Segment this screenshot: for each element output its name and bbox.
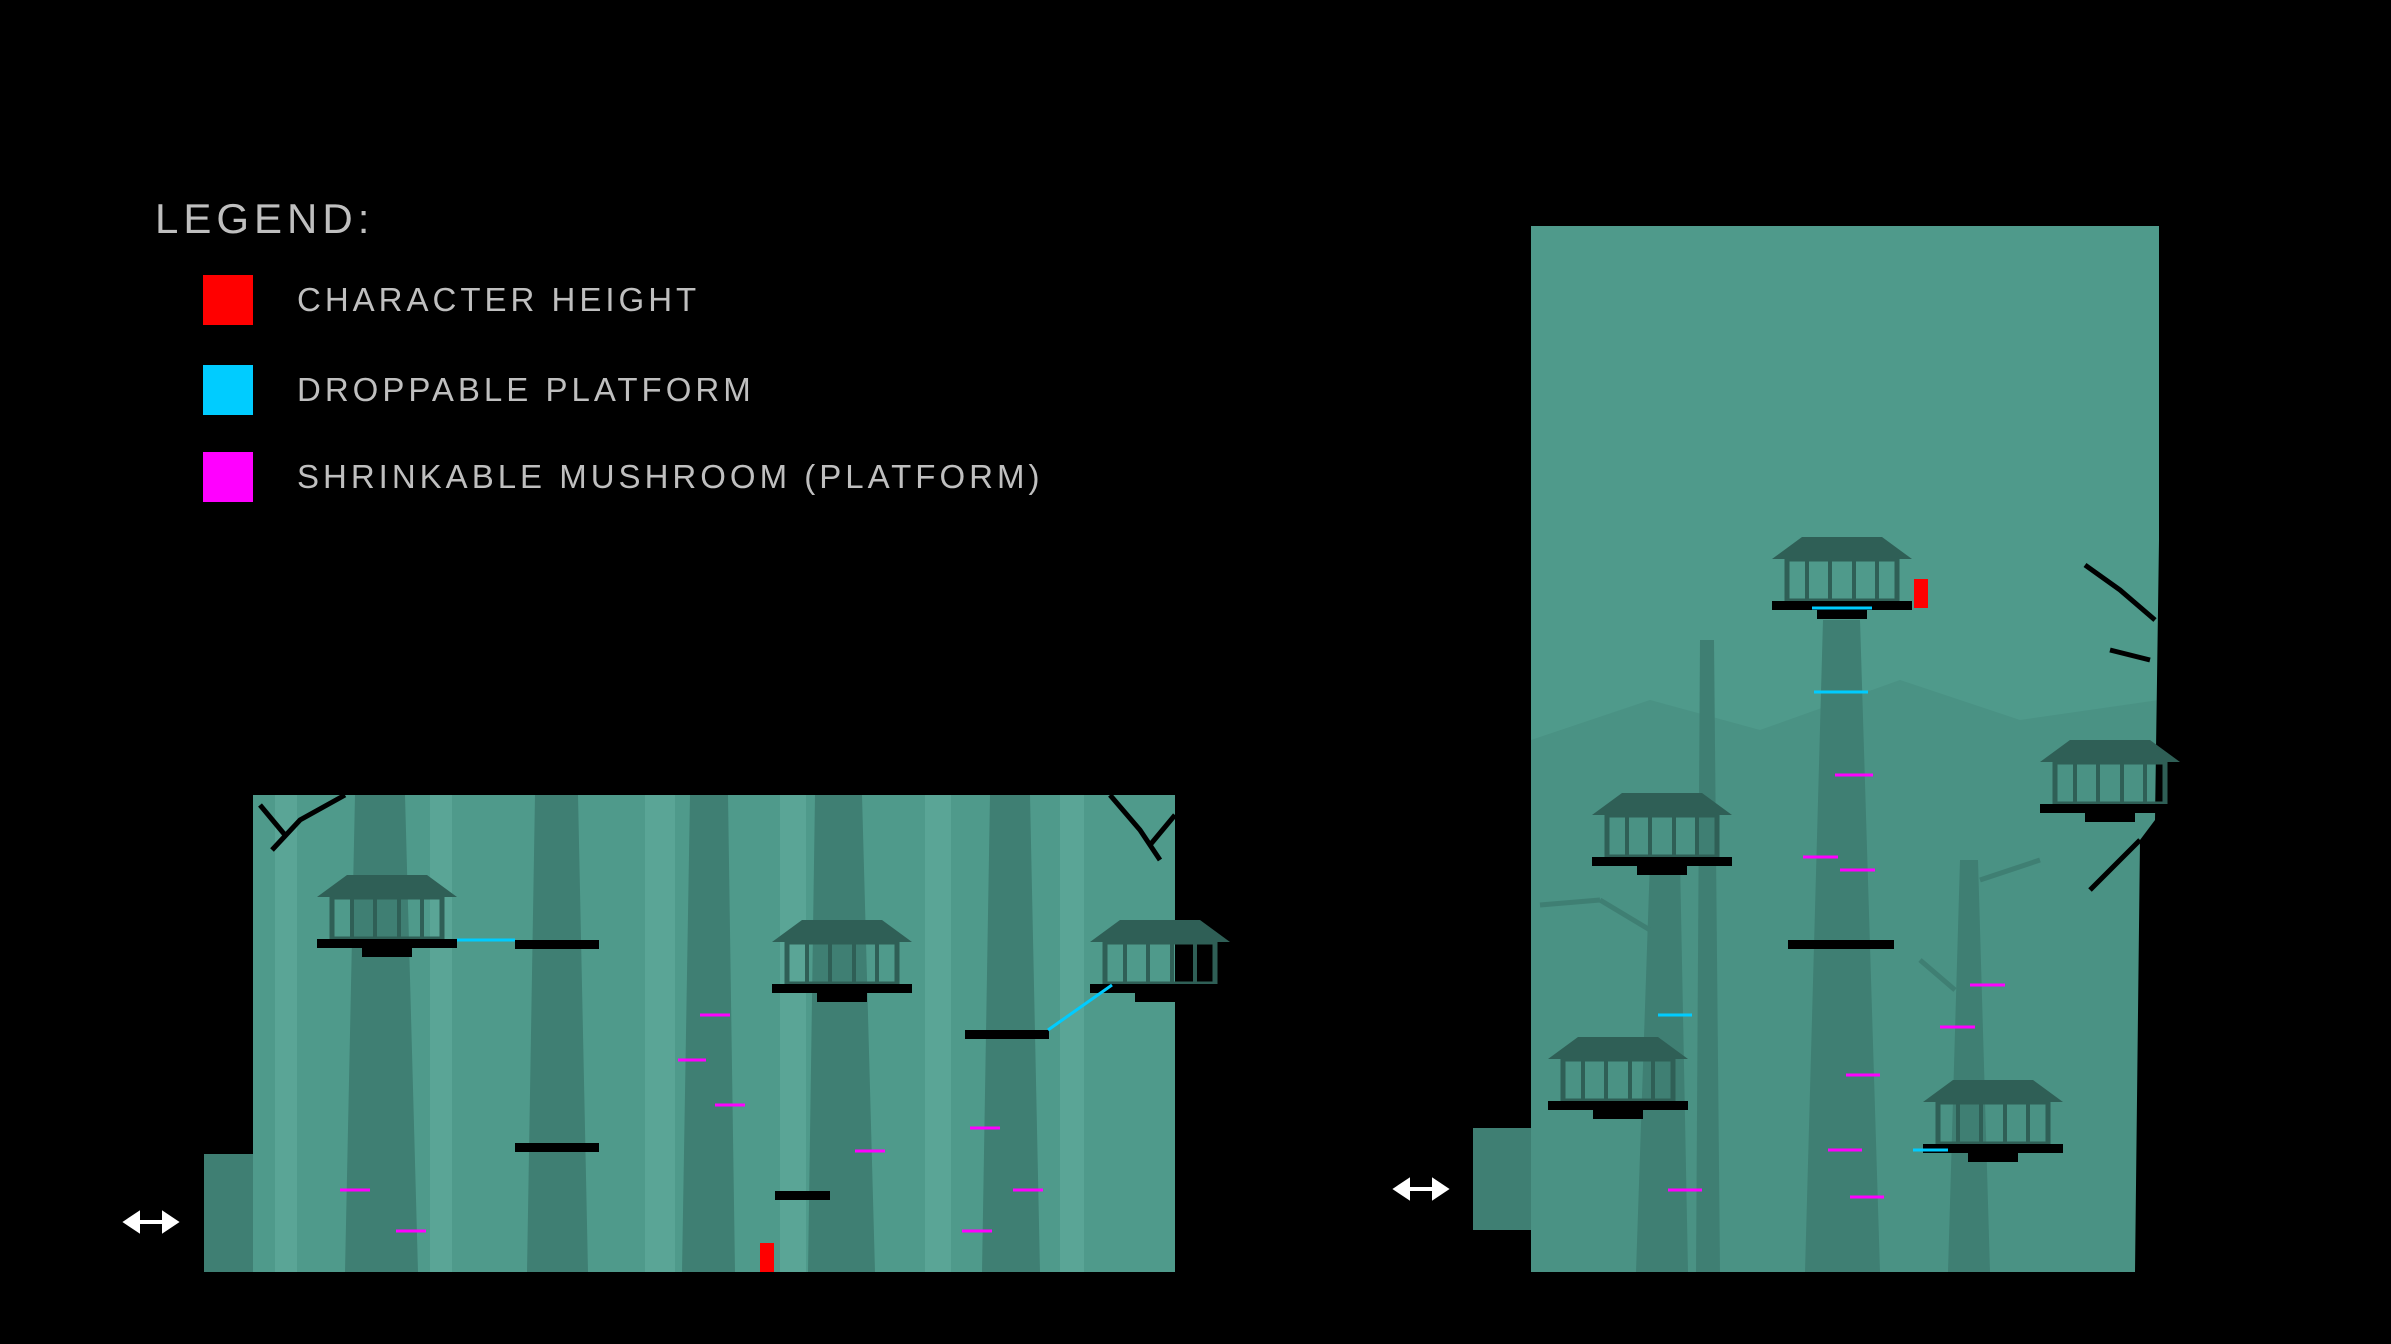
- legend: LEGEND: CHARACTER HEIGHT DROPPABLE PLATF…: [155, 195, 1039, 502]
- level-map-left: [122, 792, 1230, 1272]
- legend-item-shrinkable-mushroom: SHRINKABLE MUSHROOM (PLATFORM): [203, 452, 1043, 502]
- legend-item-character-height: CHARACTER HEIGHT: [203, 275, 700, 325]
- legend-label: SHRINKABLE MUSHROOM (PLATFORM): [297, 458, 1044, 495]
- cliff-silhouette: [2135, 540, 2159, 1272]
- shrinkable-mushrooms: [1668, 773, 2005, 1199]
- character-height-marker: [1914, 579, 1928, 608]
- droppable-platforms: [457, 938, 1113, 1032]
- branch-silhouettes: [1539, 857, 2041, 992]
- midground-trees: [345, 795, 1040, 1272]
- level-map-right: [1392, 226, 2180, 1272]
- red-swatch-icon: [203, 275, 253, 325]
- legend-title: LEGEND:: [155, 195, 375, 242]
- branch-silhouettes: [2083, 562, 2157, 892]
- platforms: [515, 940, 1049, 1200]
- magenta-swatch-icon: [203, 452, 253, 502]
- platforms: [1788, 940, 1894, 949]
- character-height-marker: [760, 1243, 774, 1272]
- shrinkable-mushrooms: [340, 1013, 1043, 1233]
- branch-silhouettes: [258, 792, 1177, 862]
- double-arrow-icon: [122, 1210, 180, 1234]
- cyan-swatch-icon: [203, 365, 253, 415]
- double-arrow-icon: [1392, 1177, 1450, 1201]
- legend-item-droppable-platform: DROPPABLE PLATFORM: [203, 365, 755, 415]
- legend-label: DROPPABLE PLATFORM: [297, 371, 755, 408]
- legend-label: CHARACTER HEIGHT: [297, 281, 701, 318]
- background-trees: [275, 795, 1084, 1272]
- droppable-platforms: [1658, 606, 1948, 1152]
